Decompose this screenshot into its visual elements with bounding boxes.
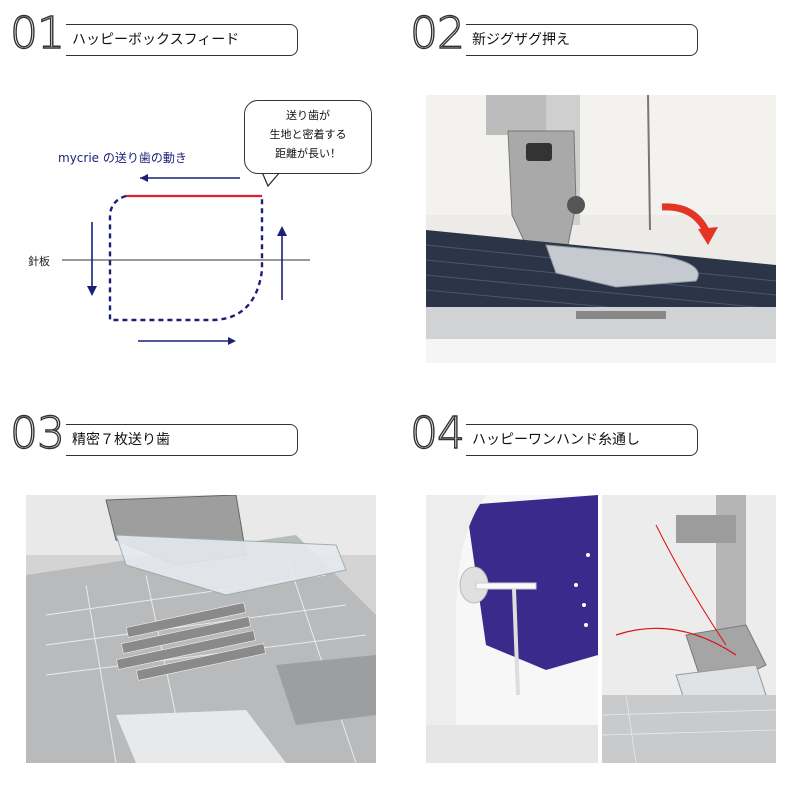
- arrow-head: [140, 174, 148, 182]
- arrow-head: [228, 337, 236, 345]
- section-title: ハッピーワンハンド糸通し: [472, 432, 640, 448]
- bubble-tail: [261, 171, 281, 188]
- feature-panel-04: 04 ハッピーワンハンド糸通し: [400, 400, 800, 800]
- section-title: 精密７枚送り歯: [72, 432, 170, 448]
- section-title-box: 精密７枚送り歯: [66, 424, 298, 456]
- bubble-line: 送り歯が: [286, 109, 330, 122]
- needle-threader-photo: [426, 495, 776, 763]
- feed-motion-diagram: mycrie の送り歯の動き 針板: [28, 150, 310, 345]
- arrow-head: [277, 226, 287, 236]
- bubble-line: 距離が長い！: [275, 147, 341, 160]
- section-title-box: ハッピーワンハンド糸通し: [466, 424, 698, 456]
- feature-panel-03: 03 精密７枚送り歯: [0, 400, 400, 800]
- needle-plate-label: 針板: [28, 254, 50, 268]
- section-title: ハッピーボックスフィード: [72, 32, 240, 48]
- feed-path: [108, 194, 264, 322]
- arrow-head: [87, 286, 97, 296]
- feature-panel-01: 01 ハッピーボックスフィード mycrie の送り歯の動き 針板 送り歯が 生…: [0, 0, 400, 400]
- section-number: 03: [9, 408, 65, 459]
- section-number: 01: [9, 8, 65, 59]
- section-title-box: ハッピーボックスフィード: [66, 24, 298, 56]
- motion-label: mycrie の送り歯の動き: [58, 150, 187, 165]
- section-title: 新ジグザグ押え: [472, 32, 570, 48]
- feature-panel-02: 02 新ジグザグ押え: [400, 0, 800, 400]
- feed-dogs-photo: [26, 495, 376, 763]
- presser-foot-photo: [426, 95, 776, 363]
- bubble-line: 生地と密着する: [269, 128, 347, 141]
- callout-bubble: 送り歯が 生地と密着する 距離が長い！: [244, 100, 372, 174]
- section-title-box: 新ジグザグ押え: [466, 24, 698, 56]
- section-number: 04: [409, 408, 465, 459]
- section-number: 02: [409, 8, 465, 59]
